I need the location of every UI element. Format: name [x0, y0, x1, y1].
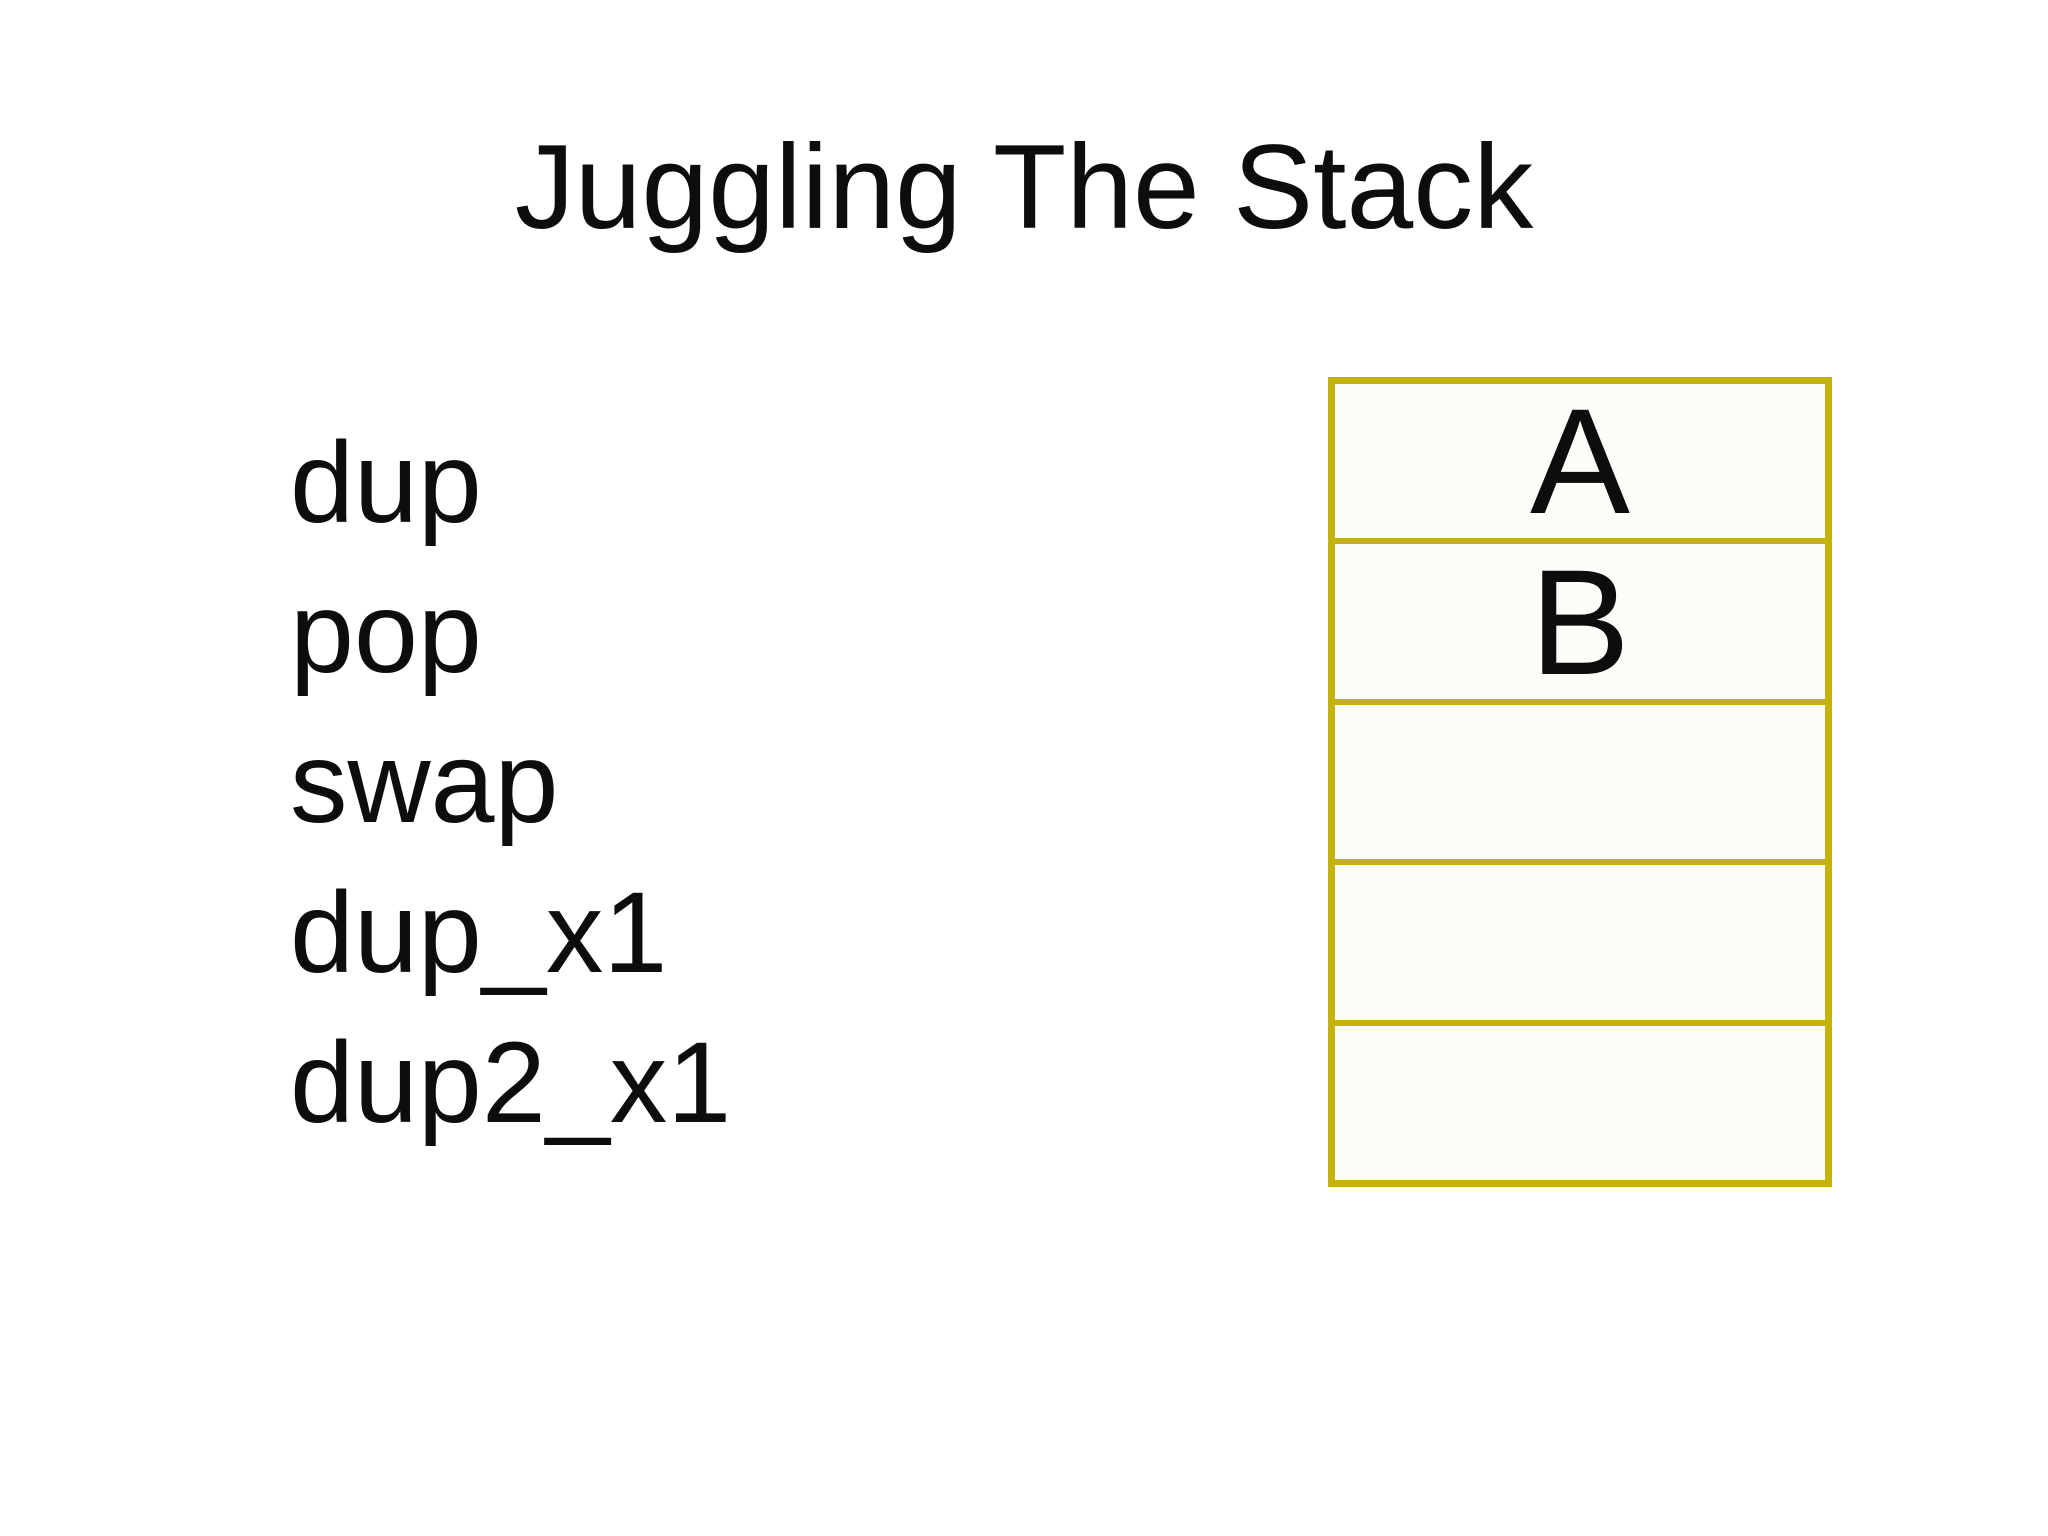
operation-item-pop: pop [290, 569, 482, 697]
stack-cell-1: B [1335, 544, 1825, 705]
stack-cell-4 [1335, 1025, 1825, 1181]
operation-item-dup2-x1: dup2_x1 [290, 1019, 732, 1147]
stack-cell-0: A [1335, 384, 1825, 545]
stack-cell-3 [1335, 865, 1825, 1026]
stack-operations-list: dup pop swap dup_x1 dup2_x1 [290, 408, 731, 1158]
stack-cell-2 [1335, 704, 1825, 866]
operation-item-swap: swap [290, 719, 559, 847]
stack-cell-0-value: A [1529, 384, 1631, 545]
operation-item-dup: dup [290, 419, 482, 547]
stack-cell-1-value: B [1529, 544, 1631, 705]
operation-item-dup-x1: dup_x1 [290, 869, 668, 997]
slide-title: Juggling The Stack [514, 120, 1534, 254]
stack-diagram: A B [1328, 377, 1832, 1187]
